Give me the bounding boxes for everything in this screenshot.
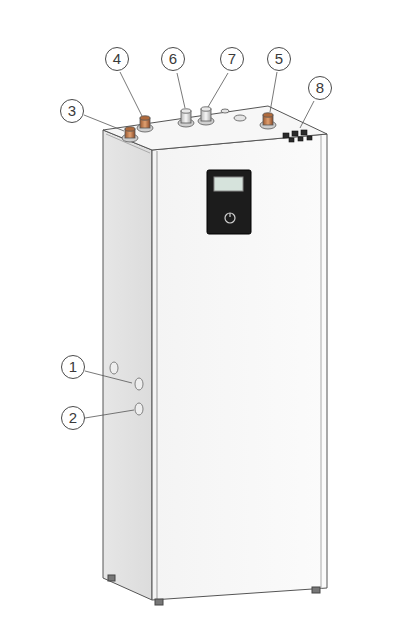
callout-number: 6 [161,47,185,71]
knob-mark [229,213,230,217]
knob [225,213,235,223]
pipe-end [201,107,211,111]
leader-line [85,410,134,418]
panel-housing [207,170,251,234]
callout-number: 5 [267,47,291,71]
opening [135,403,143,415]
pipe-end [181,109,191,113]
leader-line [270,72,277,112]
front-panel [152,134,327,600]
pipe-end [140,116,150,120]
foot [155,599,163,605]
callout-number: 1 [61,355,85,379]
side-panel [103,130,152,600]
callout-number: 2 [61,406,85,430]
gland [289,138,294,142]
leader-line [177,73,185,108]
gland [298,137,303,141]
callout-number: 7 [220,47,244,71]
callout-number: 3 [60,99,84,123]
callout-number: 4 [105,47,129,71]
top-panel [103,106,327,150]
feet [108,575,320,605]
leader-lines [84,72,314,418]
pipe-end [125,127,135,131]
gland [283,133,289,138]
opening [110,362,118,374]
gland [307,136,312,140]
blank-port [234,115,246,121]
blank-port [221,109,229,113]
pipe-end [263,113,273,117]
panel-edge [321,135,322,589]
cable-glands [283,130,312,142]
panel-edge [157,151,158,600]
callout-number: 8 [308,76,332,100]
leader-line [300,101,314,128]
opening [135,378,143,390]
gland [292,131,298,136]
leader-line [120,72,142,116]
control-panel [207,170,251,234]
leader-line [208,73,228,107]
gland [301,130,307,135]
display [214,177,243,191]
foot [312,587,320,593]
pipe-connections [122,107,276,142]
leader-line [84,115,124,131]
side-openings [110,362,143,415]
cabinet [103,106,327,600]
leader-line [85,371,132,383]
foot [108,575,115,581]
